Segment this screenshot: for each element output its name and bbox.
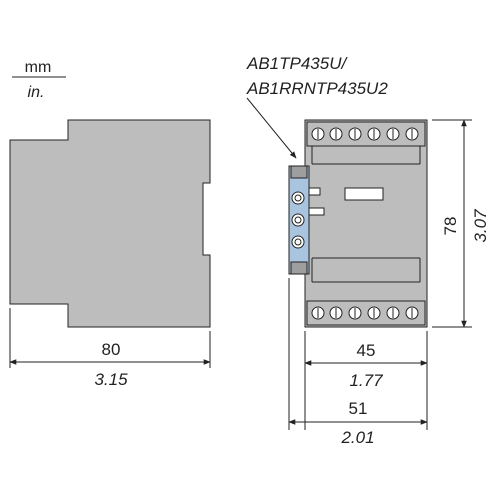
total-width-51-mm: 51 [349, 399, 368, 418]
front-width-45-in: 1.77 [349, 371, 383, 390]
bottom-screw-6 [405, 306, 419, 320]
top-screw-1 [311, 127, 325, 141]
height-in: 3.07 [471, 209, 490, 243]
front-top-terminal-strip [306, 121, 426, 147]
front-bottom-terminal-strip [306, 300, 426, 326]
top-screw-4 [367, 127, 381, 141]
side-terminal-cap-bottom [290, 261, 308, 275]
front-small-tab-2 [307, 207, 325, 216]
top-terminal-screws [311, 127, 419, 141]
part-number-2: AB1RRNTP435U2 [246, 79, 388, 98]
side-terminal-screw-1 [291, 191, 305, 205]
side-terminal-screw-3 [291, 235, 305, 249]
side-terminal-screw-2 [291, 213, 305, 227]
side-depth-in: 3.15 [94, 370, 128, 389]
side-depth-mm: 80 [102, 340, 121, 359]
front-small-tab-1 [307, 187, 321, 196]
top-screw-3 [348, 127, 362, 141]
front-label-window [344, 187, 384, 201]
top-screw-2 [329, 127, 343, 141]
bottom-screw-5 [386, 306, 400, 320]
bottom-screw-3 [348, 306, 362, 320]
top-screw-5 [386, 127, 400, 141]
side-view-body [9, 119, 211, 328]
unit-mm-label: mm [25, 59, 52, 76]
bottom-screw-4 [367, 306, 381, 320]
bottom-screw-1 [311, 306, 325, 320]
bottom-terminal-screws [311, 306, 419, 320]
front-view-body [304, 119, 428, 328]
height-mm: 78 [441, 217, 460, 236]
part-leader-line [246, 97, 297, 159]
total-width-51-in: 2.01 [340, 428, 374, 447]
part-number-1: AB1TP435U/ [246, 54, 348, 73]
side-terminal-cap-top [290, 165, 308, 179]
front-width-45-mm: 45 [357, 341, 376, 360]
unit-in-label: in. [28, 84, 45, 101]
top-screw-6 [405, 127, 419, 141]
bottom-screw-2 [329, 306, 343, 320]
